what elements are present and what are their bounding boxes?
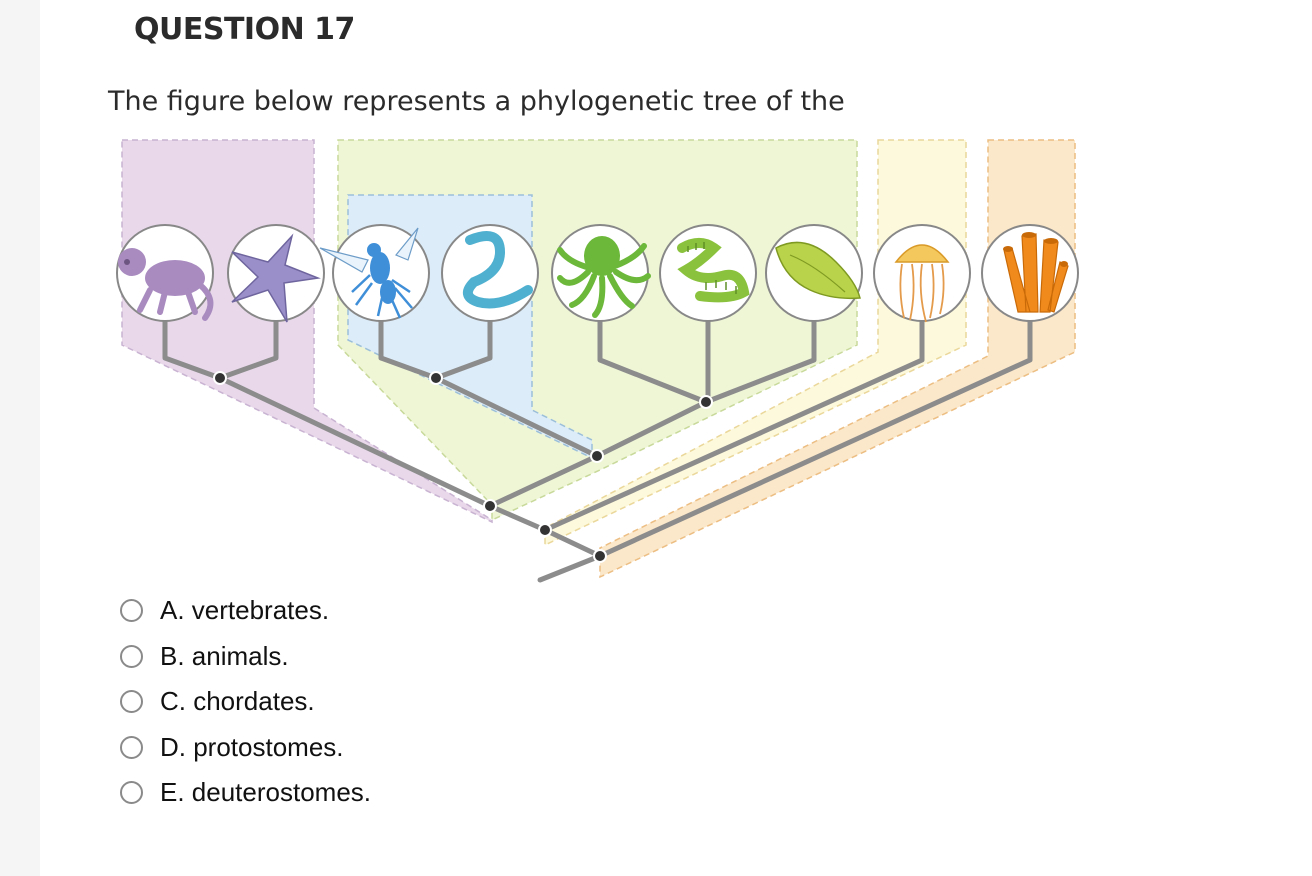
sea-star-icon [227,224,325,323]
branch-sea-star [217,307,279,381]
branch-sponge [597,312,1033,559]
branch-lophotrochozoa-stem [594,399,709,459]
radio-button[interactable] [120,735,143,759]
octopus-icon [551,224,651,322]
option-label: E. deuterostomes. [160,777,371,808]
node-animals [593,549,607,563]
option-label: A. vertebrates. [160,595,330,626]
node-ecdysozoa [429,371,443,385]
annelid-icon [659,224,757,322]
radio-button[interactable] [120,599,143,623]
branch-protostome-stem [487,453,600,509]
branch-jellyfish [542,312,925,533]
option-c[interactable]: C. chordates. [120,679,371,725]
node-bilateria [483,499,497,513]
branch-octopus [597,312,709,405]
option-a[interactable]: A. vertebrates. [120,588,371,634]
clade-box-cnidaria [544,139,967,547]
branch-ecdysozoa-stem [433,375,600,459]
branch-flatworm [703,312,817,405]
nematode-icon [441,224,539,322]
question-title: QUESTION 17 [134,12,355,47]
sponge-icon [981,224,1079,322]
node-lophotrochozoa [699,395,713,409]
branch-root [537,553,603,583]
monkey-icon [116,224,214,322]
radio-button[interactable] [120,644,143,668]
jellyfish-icon [873,224,971,323]
branch-nematode [433,307,493,381]
option-label: B. animals. [160,640,289,671]
insect-icon [319,224,430,322]
branch-eumetazoa-stem [542,527,603,559]
phylogenetic-tree-figure [116,139,1079,583]
option-e[interactable]: E. deuterostomes. [120,770,371,816]
branch-monkey [162,307,223,381]
left-gutter [0,0,40,876]
branch-insect [378,307,439,381]
branch-bilateria-stem [487,503,548,533]
option-b[interactable]: B. animals. [120,634,371,680]
node-protostomes [590,449,604,463]
node-eumetazoa [538,523,552,537]
question-prompt: The figure below represents a phylogenet… [108,86,845,117]
radio-button[interactable] [120,690,143,714]
node-deuterostomes [213,371,227,385]
answer-options: A. vertebrates. B. animals. C. chordates… [120,588,371,816]
radio-button[interactable] [120,781,143,805]
branch-deuterostome-stem [217,375,493,509]
option-label: D. protostomes. [160,731,344,762]
option-d[interactable]: D. protostomes. [120,725,371,771]
option-label: C. chordates. [160,686,315,717]
flatworm-icon [765,224,863,322]
